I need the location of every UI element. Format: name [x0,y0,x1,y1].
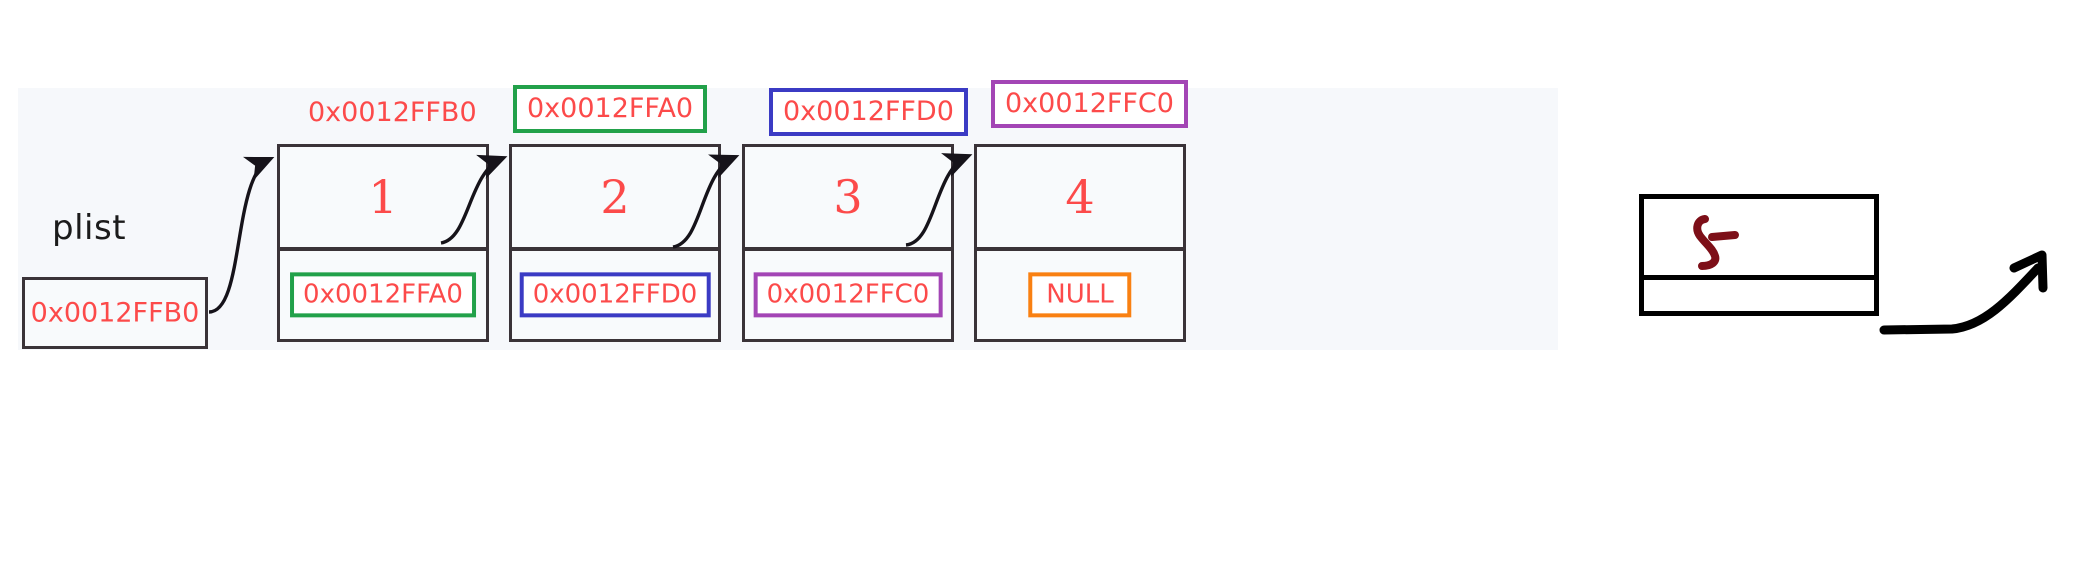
node-3-data-value: 3 [833,170,863,224]
node-2-next-cell: 0x0012FFD0 [512,251,718,339]
sketch-node-box [1639,194,1879,316]
node-3-data-cell: 3 [745,147,951,251]
node-4-data-value: 4 [1065,170,1095,224]
node-4-data-cell: 4 [977,147,1183,251]
node-4-next-cell: NULL [977,251,1183,339]
list-node-3: 3 0x0012FFC0 [742,144,954,342]
node-2-next-pointer: 0x0012FFD0 [519,272,711,318]
node-1-next-cell: 0x0012FFA0 [280,251,486,339]
sketch-arrow-line [1879,263,2043,335]
node-2-data-value: 2 [600,170,630,224]
node-2-address-caption: 0x0012FFA0 [513,85,708,134]
list-node-2: 2 0x0012FFD0 [509,144,721,342]
node-1-address-caption: 0x0012FFB0 [308,97,477,128]
node-1-data-value: 1 [368,170,398,224]
node-2-data-cell: 2 [512,147,718,251]
node-1-data-cell: 1 [280,147,486,251]
node-1-next-pointer: 0x0012FFA0 [290,272,476,318]
list-node-1: 1 0x0012FFA0 [277,144,489,342]
node-3-next-cell: 0x0012FFC0 [745,251,951,339]
list-node-4: 4 NULL [974,144,1186,342]
node-4-next-pointer: NULL [1028,272,1132,318]
sketch-arrow-head [2009,250,2048,293]
plist-pointer-box: 0x0012FFB0 [22,277,208,349]
sketch-node-divider [1642,275,1876,280]
plist-variable-label: plist [52,208,127,248]
node-4-address-caption: 0x0012FFC0 [991,80,1188,129]
plist-pointer-value: 0x0012FFB0 [30,297,200,329]
node-3-address-caption: 0x0012FFD0 [769,88,968,137]
node-3-next-pointer: 0x0012FFC0 [753,272,943,318]
